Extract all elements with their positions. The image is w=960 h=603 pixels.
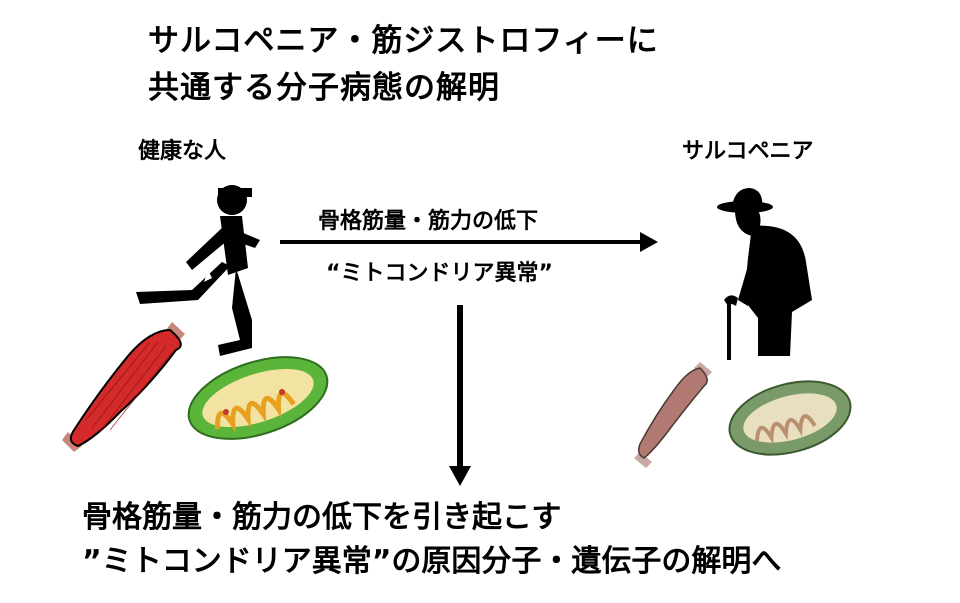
conclusion: 骨格筋量・筋力の低下を引き起こす ”ミトコンドリア異常”の原因分子・遺伝子の解明… bbox=[82, 496, 781, 584]
conclusion-line-2: ”ミトコンドリア異常”の原因分子・遺伝子の解明へ bbox=[82, 544, 782, 579]
runner-icon bbox=[136, 185, 260, 356]
vertical-arrow bbox=[449, 305, 471, 486]
label-sarcopenia: サルコペニア bbox=[682, 139, 814, 164]
mitochondrion-icon-aged bbox=[728, 380, 852, 456]
elderly-person-icon bbox=[717, 188, 812, 360]
muscle-icon-healthy bbox=[62, 322, 185, 452]
title-line-1: サルコペニア・筋ジストロフィーに bbox=[148, 23, 659, 59]
mitochondrion-icon-healthy bbox=[187, 356, 329, 440]
conclusion-line-1: 骨格筋量・筋力の低下を引き起こす bbox=[82, 500, 562, 535]
title-line-2: 共通する分子病態の解明 bbox=[148, 70, 500, 106]
arrow-label-top: 骨格筋量・筋力の低下 bbox=[318, 209, 539, 234]
label-healthy: 健康な人 bbox=[138, 139, 227, 164]
horizontal-arrow bbox=[280, 232, 658, 252]
arrow-label-bottom: “ミトコンドリア異常” bbox=[326, 261, 553, 286]
page-title: サルコペニア・筋ジストロフィーに 共通する分子病態の解明 bbox=[148, 18, 659, 112]
muscle-icon-aged bbox=[634, 362, 712, 468]
